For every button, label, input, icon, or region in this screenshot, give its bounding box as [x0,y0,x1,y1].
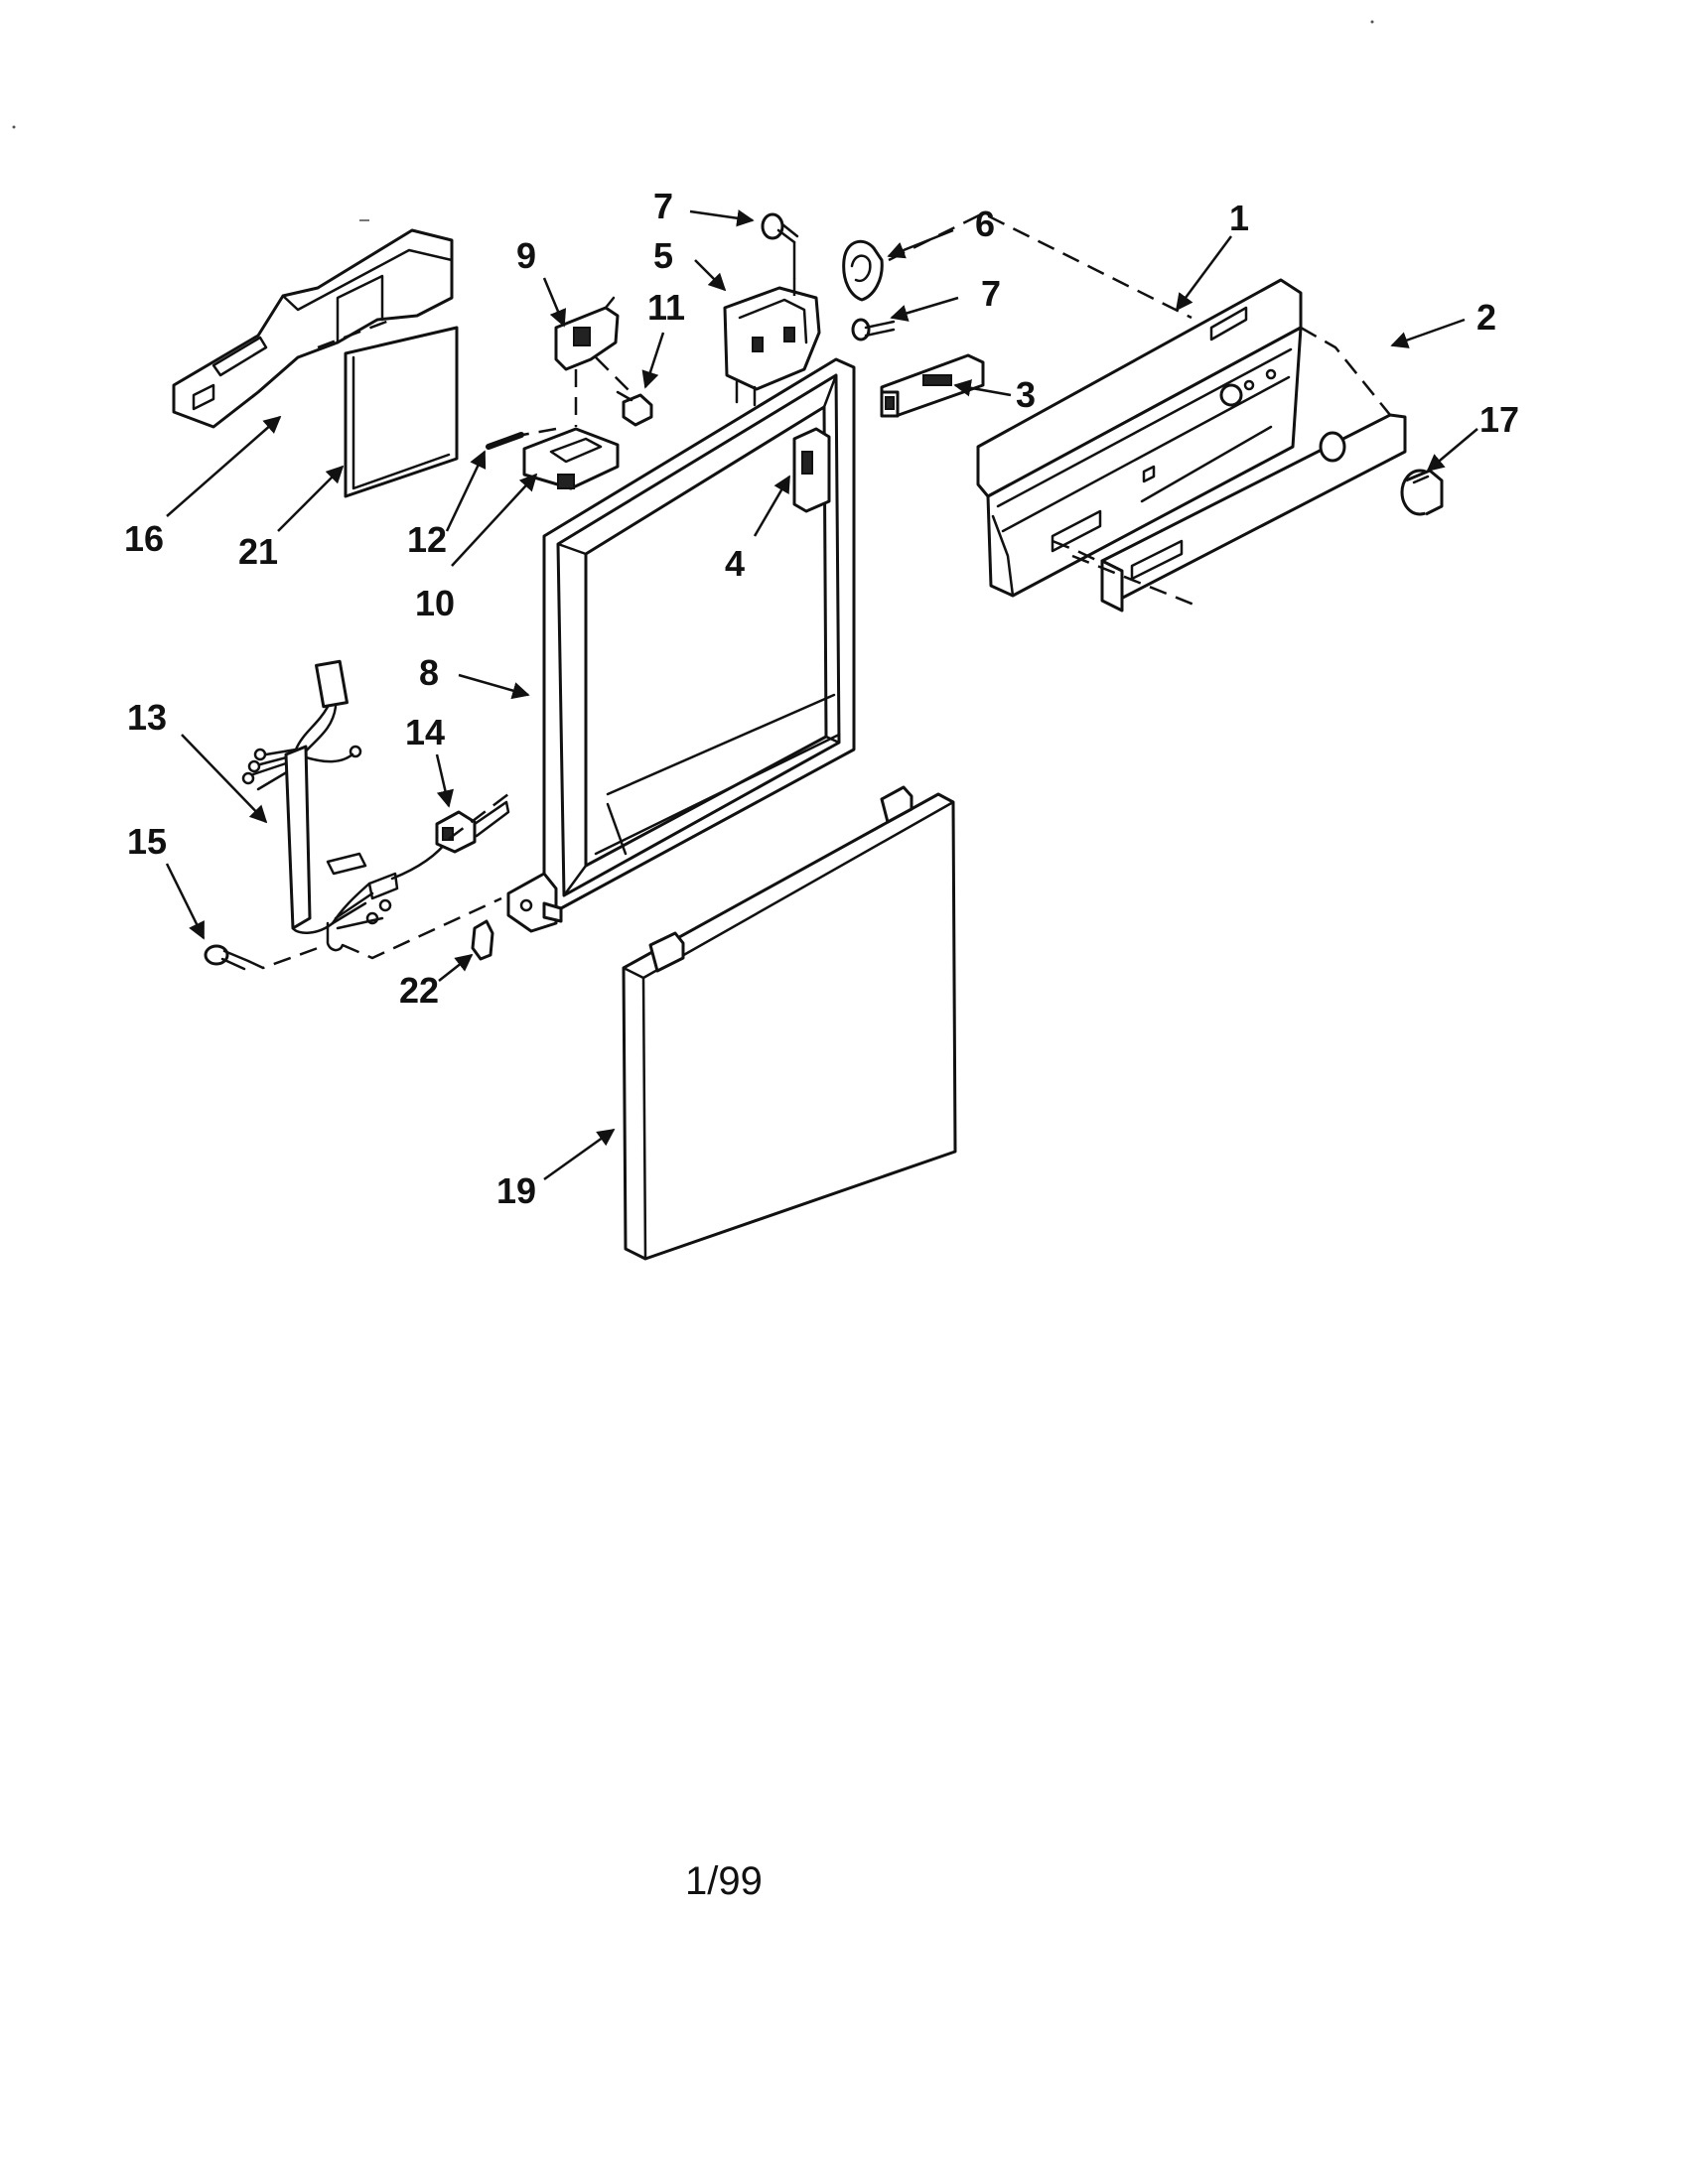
callout-7-top: 7 [653,186,673,226]
part-14-connector [435,800,510,854]
callout-1: 1 [1229,198,1249,238]
part-4-keeper [792,427,831,513]
part-11-clip [616,390,653,427]
scan-speck [12,125,16,129]
part-10-bracket [522,427,620,490]
part-1-console [976,278,1303,598]
callout-11: 11 [647,287,685,328]
part-7-screw-lower [851,318,896,341]
part-13-wiring-harness [241,659,451,952]
part-22-clip [471,919,494,961]
part-21-panel [344,326,459,498]
leader-arrows [165,209,1478,1181]
callout-19: 19 [496,1170,536,1211]
part-7-screw-top [761,212,799,280]
callout-21: 21 [238,531,278,572]
part-16-control-housing [172,228,454,429]
callout-2: 2 [1476,297,1496,338]
callout-13: 13 [127,697,167,738]
part-3-bracket [880,353,985,418]
callout-22: 22 [399,970,439,1011]
callout-6: 6 [975,204,995,244]
part-15-screw [204,944,250,971]
callout-5: 5 [653,235,673,276]
part-5-switch-assembly [723,286,821,407]
part-17-knob [1400,469,1444,516]
part-2-overlay [1100,413,1407,613]
part-9-latch [554,296,620,371]
callout-12: 12 [407,519,447,560]
part-6-cam [842,239,884,302]
callout-8: 8 [419,652,439,693]
date-code: 1/99 [685,1859,763,1903]
callout-4: 4 [725,543,745,584]
callout-16: 16 [124,518,164,559]
callout-15: 15 [127,821,167,862]
callout-7-lower: 7 [981,273,1001,314]
callout-17: 17 [1479,399,1519,440]
scan-speck [1370,20,1374,24]
callout-10: 10 [415,583,455,623]
callout-labels: 1 2 3 4 5 6 7 7 8 9 10 11 12 13 14 15 16… [124,186,1519,1211]
callout-9: 9 [516,235,536,276]
part-19-door-panel [622,785,957,1261]
callout-14: 14 [405,712,445,752]
callout-3: 3 [1016,374,1036,415]
